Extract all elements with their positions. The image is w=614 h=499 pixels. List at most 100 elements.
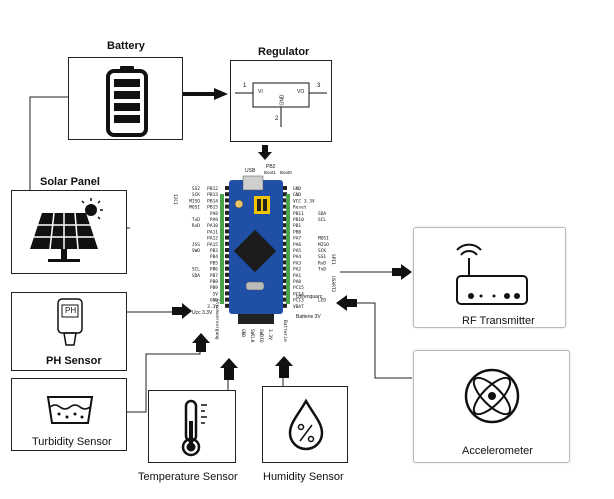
battery-to-regulator-arrow — [183, 88, 228, 100]
right-pin-function: RxD — [318, 260, 326, 266]
battery-title: Battery — [107, 40, 145, 52]
right-header-pin — [283, 223, 287, 228]
right-header-pin — [283, 279, 287, 283]
right-pin-label: PB11 — [293, 211, 304, 217]
regulator-to-board-arrow — [258, 145, 272, 160]
right-pin-label: PB0 — [293, 229, 301, 235]
accelerometer-box: Accelerometer — [413, 350, 570, 463]
left-header-pin — [225, 210, 229, 215]
left-header-pin — [225, 198, 229, 203]
left-pin-label: 3.3V — [207, 304, 218, 310]
left-header-pin — [225, 272, 229, 277]
left-pin-function: SWO — [192, 248, 200, 254]
bottom-pin-label: SWDIO — [258, 329, 264, 343]
bottom-pin-label: SWCLK — [249, 329, 255, 343]
temperature-sensor-label: Temperature Sensor — [138, 471, 238, 483]
left-header-pin — [225, 291, 229, 296]
left-pin-label: PA8 — [210, 211, 218, 217]
left-pin-label: PB8 — [210, 279, 218, 285]
right-header-pin — [283, 198, 287, 203]
regulator-gnd: GND — [279, 94, 286, 106]
left-pin-function: SCL — [192, 267, 200, 273]
humidity-drop-icon — [288, 398, 324, 451]
right-pin-label: PA7 — [293, 236, 301, 242]
regulator-symbol — [235, 82, 327, 127]
right-header-pin — [283, 272, 287, 277]
right-pin-function: SDA — [318, 211, 326, 217]
bottom-pin-label: 3.3V — [267, 329, 273, 340]
left-header-pin — [225, 186, 229, 190]
turbidity-to-board-wire — [127, 352, 201, 413]
right-pin-label: PA2 — [293, 267, 301, 273]
board-label-uhrenquarz: Uhrenquarz — [296, 294, 323, 300]
right-pin-label: PA6 — [293, 242, 301, 248]
left-header-pin — [225, 266, 229, 271]
solar-title: Solar Panel — [40, 176, 100, 188]
right-pin-label: PC15 — [293, 285, 304, 291]
right-header-pin — [283, 297, 287, 302]
temperature-arrow — [220, 358, 238, 380]
board-battery-label: Batterie 3V — [282, 320, 288, 344]
board-label-boot1: Boot1 — [264, 170, 276, 175]
right-pin-label: VCC 3.3V — [293, 198, 315, 204]
right-pin-function: SS1 — [318, 254, 326, 260]
board-label-pb2: PB2 — [266, 164, 276, 170]
right-pin-function: TxD — [318, 267, 326, 273]
right-pin-label: PA5 — [293, 248, 301, 254]
ph-probe-icon — [57, 298, 83, 346]
regulator-box: 1 3 2 VI VO GND — [230, 60, 332, 142]
board-side-label: SPI1 — [330, 254, 336, 265]
turbidity-icon — [46, 396, 94, 424]
right-pin-function: SCK — [318, 248, 326, 254]
regulator-pin-gnd: 2 — [275, 116, 279, 122]
left-pin-label: 5V — [213, 291, 219, 297]
regulator-title: Regulator — [258, 46, 310, 58]
right-pin-label: PC14 — [293, 291, 304, 297]
left-pin-label: PA9 — [210, 217, 218, 223]
left-pin-label: PB6 — [210, 267, 218, 273]
accelerometer-icon — [464, 368, 520, 424]
regulator-pin-out: 3 — [317, 83, 321, 89]
accelerometer-label: Accelerometer — [462, 445, 533, 457]
right-header-pin — [283, 217, 287, 221]
right-pin-label: PA4 — [293, 254, 301, 260]
left-pin-label: PB5 — [210, 260, 218, 266]
solar-box — [11, 190, 127, 274]
rf-arrow — [392, 264, 412, 280]
thermometer-icon — [181, 399, 207, 457]
turbidity-sensor-label: Turbidity Sensor — [32, 436, 112, 448]
board-side-label: USART2 — [330, 276, 336, 293]
left-pin-label: PB9 — [210, 285, 218, 291]
left-pin-function: RxD — [192, 223, 200, 229]
right-pin-function: SCL — [318, 217, 326, 223]
right-pin-function: MOSI — [318, 236, 329, 242]
right-header-pin — [283, 186, 287, 190]
ph-sensor-label: PH Sensor — [46, 355, 102, 367]
left-header-pin — [225, 235, 229, 240]
right-pin-label: GND — [293, 192, 301, 198]
regulator-vi: VI — [258, 89, 263, 95]
right-header-pin — [283, 285, 287, 290]
right-header-pin — [283, 254, 287, 259]
battery-box — [68, 57, 183, 140]
rf-transmitter-box: RF Transmitter — [413, 227, 566, 328]
right-pin-label: PC13 — [293, 298, 304, 304]
right-header-pin — [283, 248, 287, 252]
left-pin-label: PA15 — [207, 242, 218, 248]
ph-arrow — [172, 303, 192, 319]
router-icon — [456, 243, 528, 305]
left-pin-function: SDA — [192, 273, 200, 279]
left-pin-function: MOSI — [189, 205, 200, 211]
right-header-pin — [283, 210, 287, 215]
left-pin-function: TxD — [192, 217, 200, 223]
right-pin-label: PB1 — [293, 223, 301, 229]
board-label-boot0: Boot0 — [280, 170, 292, 175]
regulator-vo: VO — [297, 89, 305, 95]
left-pin-label: PA10 — [207, 223, 218, 229]
left-header-pin — [225, 241, 229, 246]
left-pin-label: PB13 — [207, 192, 218, 198]
right-pin-label: PB10 — [293, 217, 304, 223]
